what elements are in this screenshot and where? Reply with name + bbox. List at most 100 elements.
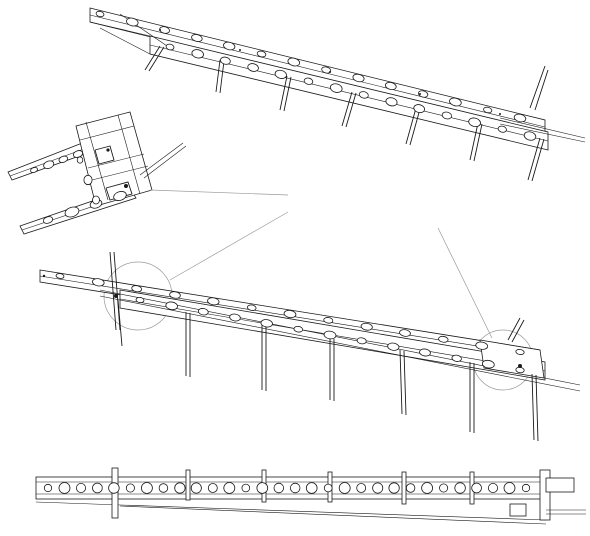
lightening-hole <box>372 482 384 494</box>
view-side-elevation <box>35 467 586 525</box>
lightening-hole <box>358 91 369 99</box>
lightening-hole <box>503 482 516 494</box>
lightening-hole <box>159 26 170 34</box>
lightening-hole <box>321 66 332 74</box>
lightening-hole <box>338 482 351 494</box>
lightening-hole <box>323 317 334 324</box>
lightening-hole <box>481 359 495 369</box>
lightening-hole <box>471 482 482 494</box>
lightening-hole <box>329 83 343 93</box>
lightening-hole <box>165 43 175 51</box>
lightening-hole <box>439 483 449 493</box>
lightening-hole <box>76 482 87 493</box>
lightening-hole <box>126 17 139 27</box>
lightening-hole <box>256 482 269 494</box>
lightening-hole <box>384 81 397 91</box>
lightening-hole <box>223 482 236 494</box>
lightening-hole <box>229 313 241 322</box>
lightening-hole <box>83 174 93 186</box>
lightening-hole <box>30 167 38 173</box>
lightening-hole <box>58 482 71 494</box>
lightening-hole <box>468 117 481 128</box>
lightening-hole <box>274 69 287 79</box>
lightening-hole <box>421 482 434 494</box>
lightening-hole <box>158 483 169 493</box>
middle-end-block <box>479 339 545 379</box>
lightening-hole <box>515 349 525 355</box>
lightening-hole <box>190 482 202 494</box>
lightening-hole <box>197 308 209 316</box>
lightening-hole <box>42 216 54 224</box>
lightening-hole <box>475 341 489 350</box>
lightening-hole <box>92 278 105 287</box>
lightening-hole <box>323 483 333 493</box>
lightening-hole <box>360 322 373 331</box>
lightening-hole <box>387 342 400 351</box>
lightening-hole <box>220 56 231 65</box>
lightening-hole <box>241 483 251 493</box>
lightening-hole <box>191 34 203 42</box>
view-isometric-top <box>89 7 586 182</box>
lightening-hole <box>352 73 365 83</box>
detail-holes <box>30 150 127 224</box>
lightening-hole <box>125 483 135 493</box>
lightening-hole <box>305 482 318 494</box>
lightening-hole <box>140 482 153 494</box>
lightening-hole <box>497 125 507 133</box>
lightening-hole <box>513 113 527 123</box>
lightening-hole <box>260 319 273 328</box>
middle-legs <box>185 312 539 442</box>
lightening-hole <box>223 41 236 51</box>
lightening-hole <box>256 50 267 58</box>
lightening-hole <box>287 57 301 67</box>
lightening-hole <box>92 195 100 205</box>
lightening-hole <box>43 483 53 493</box>
lightening-hole <box>207 483 218 493</box>
lightening-hole <box>113 191 127 201</box>
view-isometric-middle <box>39 251 581 442</box>
lightening-hole <box>419 348 431 357</box>
lightening-hole <box>483 106 493 114</box>
lightening-hole <box>165 301 178 311</box>
lightening-hole <box>290 482 301 494</box>
lightening-hole <box>441 111 453 120</box>
lightening-hole <box>273 482 285 494</box>
lightening-hole <box>323 330 337 340</box>
lightening-hole <box>385 97 398 107</box>
lightening-hole <box>451 354 462 362</box>
lightening-hole <box>399 329 411 337</box>
side-beam-holes <box>43 482 531 494</box>
lightening-hole <box>405 483 416 493</box>
lightening-hole <box>58 155 69 163</box>
lightening-hole <box>521 483 531 493</box>
lightening-hole <box>92 482 103 494</box>
lightening-hole <box>174 482 186 494</box>
lightening-hole <box>191 49 204 59</box>
lightening-hole <box>76 156 84 164</box>
lightening-hole <box>438 335 449 343</box>
lightening-hole <box>356 337 367 345</box>
top-beam-holes <box>95 10 537 141</box>
lightening-hole <box>293 325 304 333</box>
lightening-hole <box>169 291 181 299</box>
lightening-hole <box>487 482 498 493</box>
lightening-hole <box>303 77 314 85</box>
top-legs <box>144 45 545 182</box>
lightening-hole <box>356 483 367 493</box>
view-detail-end <box>7 111 187 235</box>
lightening-hole <box>55 273 65 279</box>
lightening-hole <box>523 131 537 141</box>
lightening-hole <box>388 482 400 494</box>
lightening-hole <box>454 482 466 494</box>
lightening-hole <box>413 104 426 114</box>
lightening-hole <box>64 206 80 218</box>
lightening-hole <box>135 296 145 304</box>
lightening-hole <box>108 482 120 494</box>
lightening-hole <box>283 309 297 319</box>
lightening-hole <box>246 304 257 311</box>
lightening-hole <box>207 297 220 306</box>
middle-beam-holes <box>55 273 525 374</box>
lightening-hole <box>131 285 143 293</box>
